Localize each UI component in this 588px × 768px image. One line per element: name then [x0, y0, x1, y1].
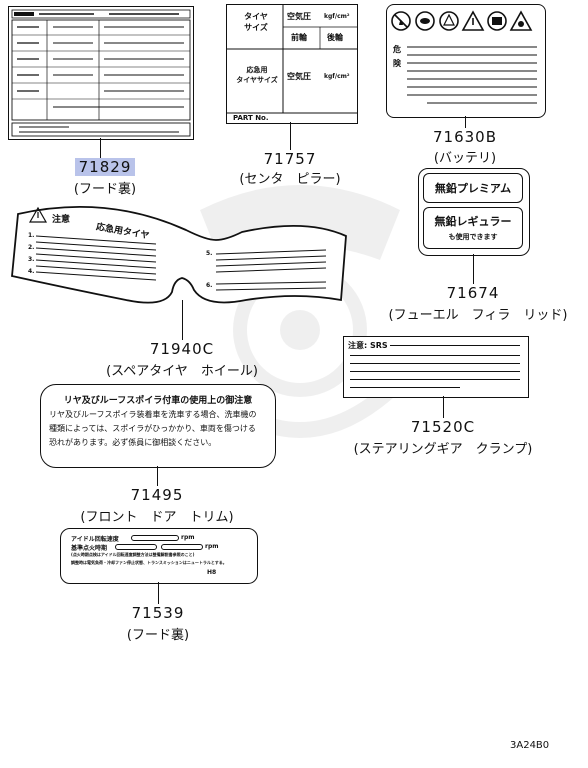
acid-icon [439, 11, 459, 31]
premium-fuel-text: 無鉛プレミアム [423, 173, 523, 203]
battery-warning-label: 危 険 [386, 4, 546, 118]
part-number-71940c[interactable]: 71940C [149, 340, 215, 358]
regular-fuel-box: 無鉛レギュラー も使用できます [423, 207, 523, 249]
idle-note-1: (点火時期点検はアイドル回転速度調整方法は整備解説書参照のこと) [71, 552, 195, 557]
rear-wheel-text: 後輪 [327, 33, 343, 42]
part-number-71674[interactable]: 71674 [446, 284, 500, 302]
part-name-71940c: (スペアタイヤ ホイール) [106, 364, 258, 379]
part-name-71674: (フューエル フィラ リッド) [388, 308, 568, 323]
part-number-71495[interactable]: 71495 [130, 486, 184, 504]
ignition-timing-text: 基準点火時期 [71, 545, 108, 552]
danger-text: 危 険 [393, 45, 401, 68]
spare-caution-text: 注意 [52, 215, 71, 225]
idle-speed-text: アイドル回転速度 [71, 536, 119, 543]
part-no-text: PART No. [233, 114, 269, 122]
part-number-71630b[interactable]: 71630B [432, 128, 497, 146]
part-name-71539: (フード裏) [126, 628, 190, 643]
spare-num-1: 1. [28, 232, 35, 239]
spare-num-2: 2. [28, 244, 35, 251]
spoiler-title-text: リヤ及びルーフスポイラ付車の使用上の御注意 [63, 396, 253, 406]
no-fire-icon [391, 11, 411, 31]
fuel-type-label: 無鉛プレミアム 無鉛レギュラー も使用できます [418, 168, 530, 256]
temp-tire-text: 応急用 タイヤサイズ [236, 66, 278, 84]
ignition-timing-box-1 [115, 544, 157, 550]
part-name-71495: (フロント ドア トリム) [80, 510, 234, 525]
part-number-71539[interactable]: 71539 [131, 604, 185, 622]
tire-pressure-grid [227, 5, 357, 114]
spare-num-5: 5. [206, 250, 213, 257]
caution-triangle-icon [28, 206, 48, 223]
spoiler-line-2: 種類によっては、スポイラがひっかかり、車両を傷つける [49, 424, 256, 433]
idle-speed-box [131, 535, 179, 541]
spoiler-line-1: リヤ及びルーフスポイラ装着車を洗車する場合、洗車機の [49, 410, 257, 419]
battery-label-graphics [391, 10, 537, 104]
part-name-71630b: (バッテリ) [433, 151, 497, 166]
tire-pressure-label: タイヤ サイズ 空気圧 kgf/cm² 前輪 後輪 応急用 タイヤサイズ 空気圧… [226, 4, 358, 124]
eye-protection-icon [415, 11, 435, 31]
diagram-code: 3A24B0 [510, 740, 550, 751]
idle-speed-label: アイドル回転速度 rpm 基準点火時期 rpm (点火時期点検はアイドル回転速度… [60, 528, 258, 584]
read-manual-icon [487, 11, 507, 31]
spoiler-line-3: 恐れがあります。必ず係員に御相談ください。 [49, 438, 217, 447]
idle-code-text: H8 [207, 569, 217, 576]
idle-note-2: 調整時は電気負荷・冷却ファン停止状態、トランスミッションはニュートラルとする。 [71, 560, 227, 565]
pressure-text-1: 空気圧 [287, 12, 311, 21]
idle-speed-unit: rpm [181, 534, 195, 541]
unit-text-1: kgf/cm² [324, 13, 350, 20]
ignition-timing-box-2 [161, 544, 203, 550]
spoiler-caution-label: リヤ及びルーフスポイラ付車の使用上の御注意 リヤ及びルーフスポイラ装着車を洗車す… [40, 384, 276, 468]
spare-num-3: 3. [28, 256, 35, 263]
part-number-71757[interactable]: 71757 [263, 150, 317, 168]
regular-fuel-text: 無鉛レギュラー [434, 215, 512, 228]
hood-emission-label-lines [11, 9, 191, 137]
explosion-icon [509, 10, 533, 31]
unit-text-2: kgf/cm² [324, 73, 350, 80]
part-name-71757: (センタ ピラー) [239, 172, 341, 187]
hood-emission-label [8, 6, 194, 140]
part-name-71520c: (ステアリングギア クランプ) [353, 442, 533, 457]
ignition-timing-unit: rpm [205, 543, 219, 550]
also-usable-text: も使用できます [448, 233, 498, 241]
spare-tire-label [11, 205, 347, 304]
pressure-text-2: 空気圧 [287, 72, 311, 81]
warning-icon [461, 10, 485, 31]
front-wheel-text: 前輪 [291, 33, 307, 42]
part-number-71520c[interactable]: 71520C [410, 418, 476, 436]
spare-num-4: 4. [28, 268, 35, 275]
srs-caution-label: 注意: SRS [343, 336, 529, 398]
part-number-71829[interactable]: 71829 [60, 158, 150, 176]
part-name-71829: (フード裏) [73, 182, 137, 197]
spare-num-6: 6. [206, 282, 213, 289]
srs-caution-text: 注意: SRS [348, 341, 388, 350]
tire-size-text: タイヤ サイズ [244, 12, 268, 32]
